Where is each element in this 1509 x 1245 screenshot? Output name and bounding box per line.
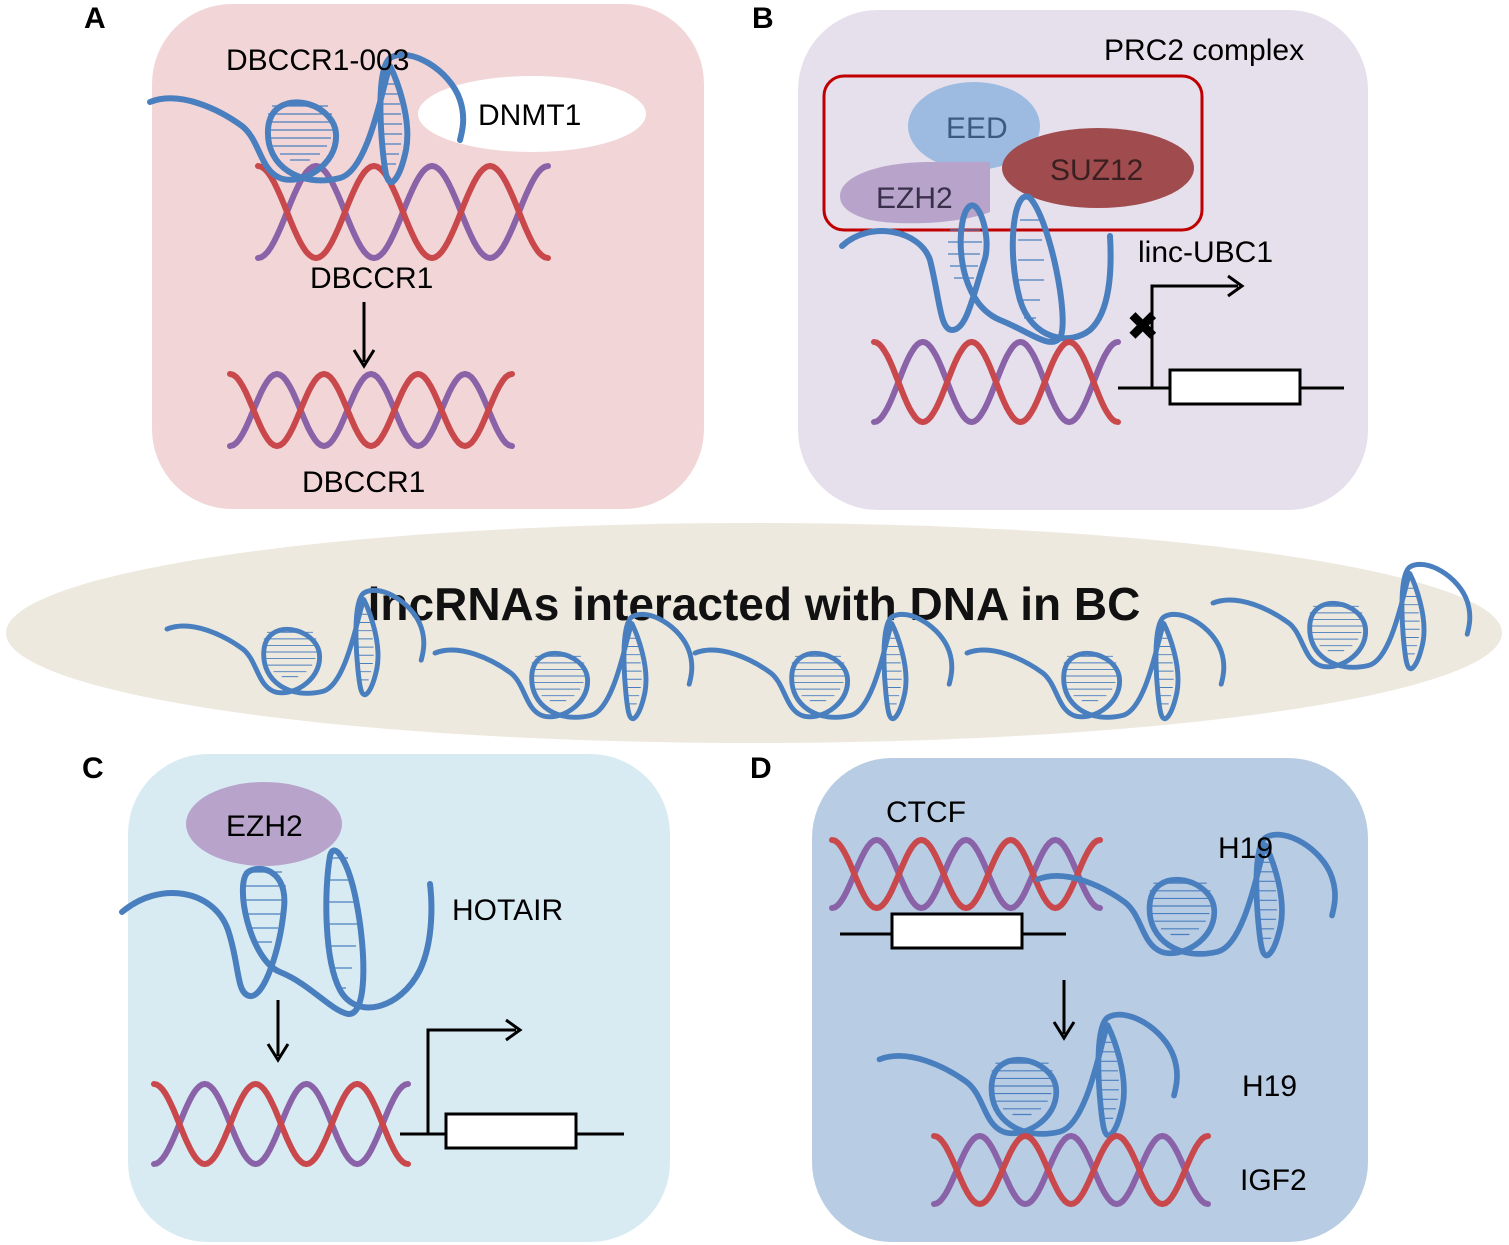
rna-label-hotair: HOTAIR xyxy=(452,894,563,927)
eed-protein xyxy=(908,82,1040,170)
dna-strand-red xyxy=(931,1132,1211,1208)
dna-strand-red xyxy=(255,162,551,262)
ezh2-protein-c xyxy=(186,782,342,866)
panel-b: PRC2 complex EED SUZ12 EZH2 ✖ linc-UBC1 xyxy=(822,34,1344,426)
panel-label-a: A xyxy=(84,2,106,35)
gene-label-linc-ubc1: linc-UBC1 xyxy=(1138,236,1273,269)
protein-label-ezh2-c: EZH2 xyxy=(226,810,303,843)
dna-helix-c xyxy=(151,1080,411,1168)
dna-strand-purple xyxy=(829,836,1103,912)
panel-d-background xyxy=(812,758,1368,1242)
tss-arrow-b-head xyxy=(1227,274,1245,298)
dna-helix-a-top xyxy=(255,162,551,262)
tss-arrow-c xyxy=(426,1028,516,1134)
suz12-protein xyxy=(1002,128,1194,208)
arrow-c-head xyxy=(266,1043,290,1063)
center-title: lncRNAs interacted with DNA in BC xyxy=(368,578,1141,630)
dna-helix-b xyxy=(871,338,1121,426)
panel-c: EZH2 HOTAIR xyxy=(119,782,624,1168)
dna-label-dbccr1-bottom: DBCCR1 xyxy=(302,466,425,499)
dna-strand-red xyxy=(871,338,1121,426)
panel-b-background xyxy=(798,10,1368,510)
gene-box-c xyxy=(444,1112,578,1150)
gene-label-igf2: IGF2 xyxy=(1240,1164,1307,1197)
panel-label-c: C xyxy=(82,752,104,785)
dna-strand-purple xyxy=(227,370,515,450)
dna-helix-d-top xyxy=(829,836,1103,912)
tss-arrow-c-head xyxy=(505,1018,523,1042)
panel-d: CTCF H19 H19 IGF2 xyxy=(829,796,1335,1208)
protein-label-suz12: SUZ12 xyxy=(1050,154,1143,187)
dna-helix-d-bottom xyxy=(931,1132,1211,1208)
dna-strand-red xyxy=(227,370,515,450)
rna-hotair xyxy=(119,847,435,1017)
dna-strand-red xyxy=(151,1080,411,1168)
panel-label-b: B xyxy=(752,2,774,35)
panel-a: DBCCR1-003 DNMT1 DBCCR1 DBCCR1 xyxy=(150,44,646,499)
gene-box-d xyxy=(890,912,1024,950)
rna-b xyxy=(839,193,1114,345)
dna-strand-purple xyxy=(931,1132,1211,1208)
protein-label-ezh2-b: EZH2 xyxy=(876,182,953,215)
complex-label-prc2: PRC2 complex xyxy=(1104,34,1304,67)
dna-strand-red xyxy=(829,836,1103,912)
arrow-a-head xyxy=(352,349,376,369)
protein-label-dnmt1: DNMT1 xyxy=(478,99,581,132)
rna-label-h19-bottom: H19 xyxy=(1242,1070,1297,1103)
dna-helix-a-bottom xyxy=(227,370,515,450)
central-ellipse xyxy=(6,523,1502,743)
dna-label-dbccr1-top: DBCCR1 xyxy=(310,262,433,295)
panel-label-d: D xyxy=(750,752,772,785)
protein-label-ctcf: CTCF xyxy=(886,796,966,829)
rna-label-h19-top: H19 xyxy=(1218,832,1273,865)
rna-label-dbccr1-003: DBCCR1-003 xyxy=(226,44,409,77)
center-section: lncRNAs interacted with DNA in BC xyxy=(167,564,1470,718)
protein-label-eed: EED xyxy=(946,112,1008,145)
dnmt1-protein xyxy=(418,76,646,152)
gene-box-b xyxy=(1168,368,1302,406)
ezh2-protein-b xyxy=(840,162,990,224)
tss-arrow-b xyxy=(1150,284,1238,388)
arrow-d-head xyxy=(1052,1021,1076,1041)
blocked-icon: ✖ xyxy=(1126,305,1160,349)
